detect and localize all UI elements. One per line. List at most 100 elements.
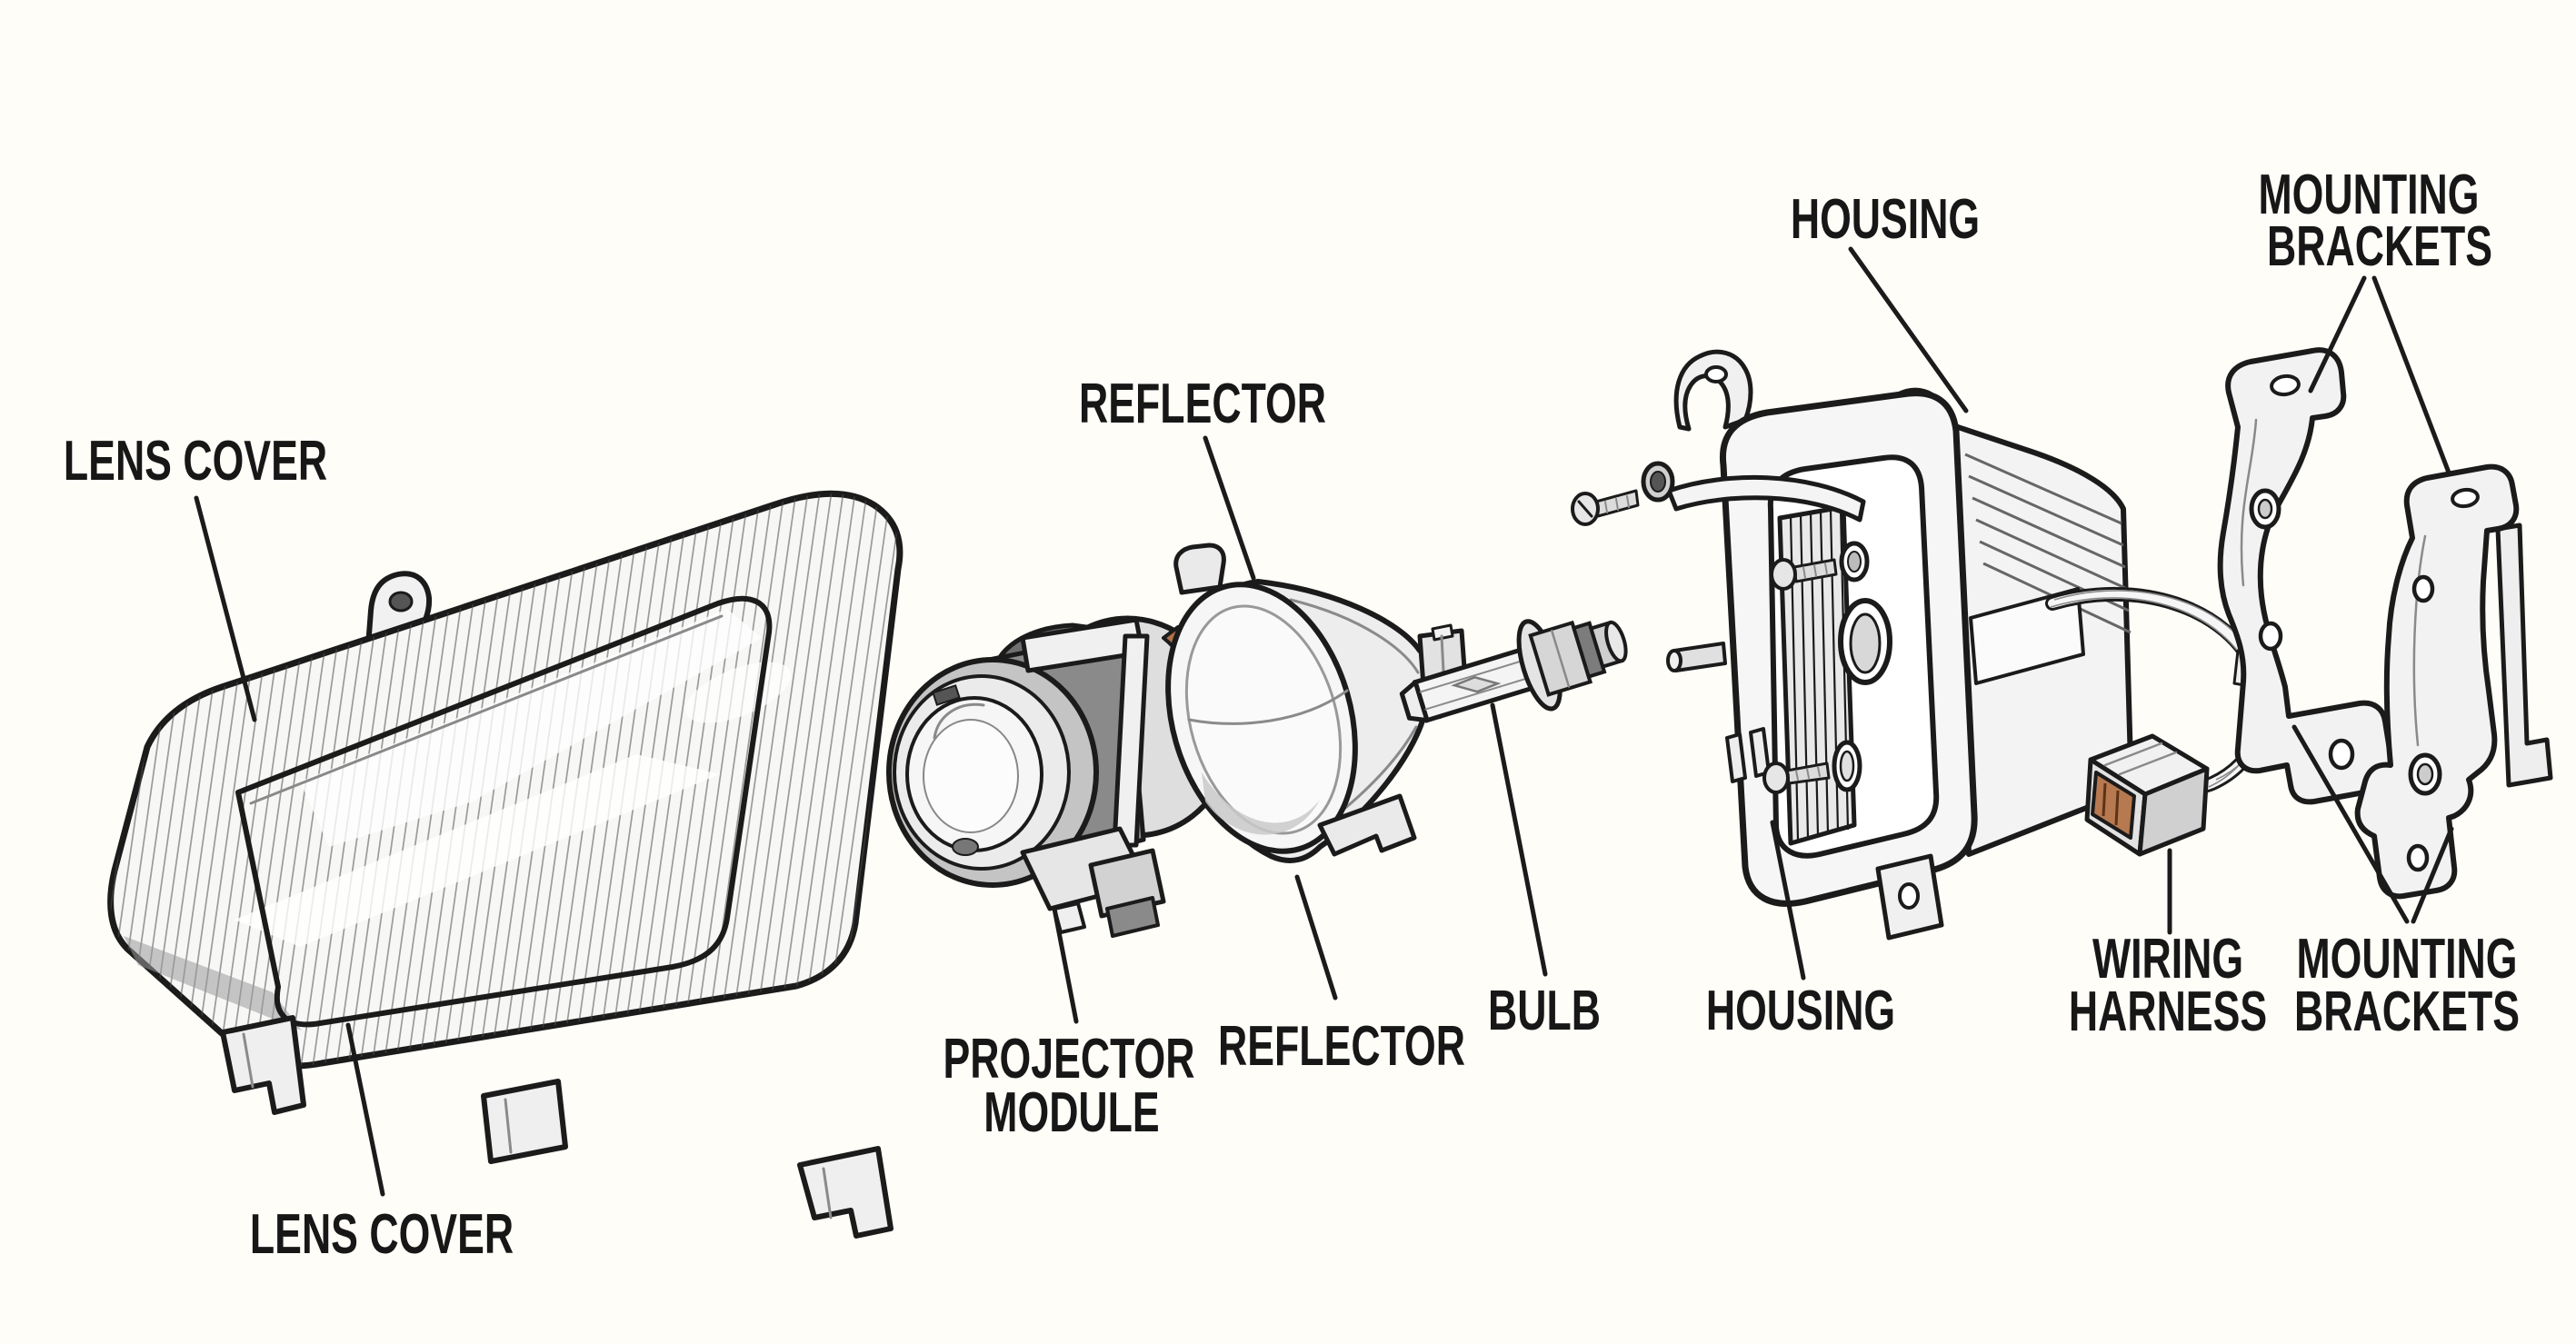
reflector-cone-shade-top (1289, 598, 1420, 674)
mounting-brackets-bottom-label-line1: MOUNTING (2297, 928, 2518, 991)
lens-cover-bottom-label: LENS COVER (250, 1203, 514, 1266)
bracket-right-flange-hole (2451, 487, 2480, 509)
connector-opening (2091, 771, 2136, 840)
bracket-right-hole-1 (2411, 574, 2435, 603)
mounting-brackets-bottom-leader-right (2411, 826, 2454, 924)
housing-rib-line (1968, 474, 2124, 547)
mounting-brackets-top-label-line2: BRACKETS (2267, 215, 2492, 278)
mounting-brackets-bottom-label-line2: BRACKETS (2294, 981, 2520, 1043)
housing-rib-line (1975, 518, 2128, 591)
reflector-top-label: REFLECTOR (1079, 373, 1326, 435)
lens-shadow-wedge (124, 936, 302, 1030)
bracket-right-foot-hole (2406, 843, 2430, 872)
ear-hole (1704, 365, 1728, 383)
projector-lens-highlight (933, 702, 985, 740)
mounting-brackets-top-label-line1: MOUNTING (2259, 164, 2480, 226)
housing-rib-line (1972, 496, 2126, 569)
lens-cover-top-label: LENS COVER (64, 430, 327, 493)
housing-prong-1 (1725, 732, 1747, 783)
tab-hole (1898, 882, 1920, 910)
mounting-bracket-left-drawing (2217, 347, 2396, 805)
bracket-right-body (2354, 463, 2520, 900)
reflector-top-tab (1173, 543, 1226, 595)
bracket-left-foot-hole (2328, 738, 2355, 771)
bulb-label: BULB (1488, 980, 1601, 1042)
projector-module-leader-line (1052, 906, 1079, 1024)
bulb-leader-line (1490, 702, 1548, 977)
screw-lower (1762, 762, 1831, 794)
lens-cover-top-leader-line (194, 495, 257, 722)
arm-hole (388, 591, 414, 612)
housing-crossbar (1666, 474, 1866, 523)
lens-cover-bottom-leader-line (345, 1022, 385, 1197)
reflector-bowl-divider (1187, 689, 1349, 725)
hatch-line (626, 493, 714, 1066)
housing-bottom-tab (1875, 853, 1944, 941)
housing-oval-hole-inner (1839, 750, 1855, 782)
bracket-right-arm (2495, 523, 2553, 788)
lens-inner-rim-line (249, 614, 724, 805)
projector-slot (932, 684, 961, 706)
lens-highlight-band (235, 754, 720, 947)
lens-highlight-top (300, 609, 762, 847)
harness-connector (2084, 733, 2210, 857)
screw-middle (1770, 541, 1870, 591)
housing-pin-end (1666, 649, 1682, 672)
connector-pin-lines (2102, 782, 2120, 826)
reflector-bottom-leader-line (1294, 874, 1338, 1001)
housing-top-label: HOUSING (1791, 188, 1980, 251)
bracket-left-edge-line (2240, 418, 2258, 587)
wiring-harness-label-line1: WIRING (2092, 928, 2243, 991)
mounting-brackets-top-leader-right (2371, 275, 2451, 475)
mounting-brackets-bottom-leader-left (2291, 724, 2410, 924)
reflector-bowl-shade (1202, 772, 1320, 835)
housing-top-leader-line (1848, 246, 1969, 413)
lens-bottom-tab-middle (481, 1079, 568, 1164)
hatch-line (650, 493, 738, 1066)
housing-round-hole-inner (1849, 612, 1882, 674)
hatch-line (484, 493, 573, 1066)
connector-top-ridge (2103, 742, 2178, 776)
housing-side-recess (1969, 587, 2085, 685)
reflector-bottom-label: REFLECTOR (1218, 1015, 1465, 1078)
bracket-right-hole-2-inner (2416, 762, 2434, 786)
part-labels: LENS COVER LENS COVER REFLECTOR PROJECTO… (64, 164, 2520, 1266)
reflector-bottom-foot (1317, 793, 1417, 857)
lens-inner-window (235, 595, 773, 1028)
hatch-line (697, 493, 785, 1066)
bracket-right-edge-line (2412, 534, 2427, 747)
bulb-tube-line-top (1419, 657, 1532, 693)
bulb-base-end (1604, 620, 1628, 663)
hatch-line (110, 493, 124, 1066)
leader-lines (194, 246, 2454, 1197)
connector-right-face (2137, 766, 2210, 857)
projector-connector-base (1105, 896, 1160, 938)
bulb-drawing (1399, 619, 1628, 723)
projector-module-label-line2: MODULE (983, 1081, 1159, 1144)
projector-module-label-line1: PROJECTOR (944, 1028, 1195, 1090)
bulb-barrel-line (1551, 629, 1571, 688)
bracket-left-hole-1-inner (2257, 498, 2273, 520)
housing-rib-line (1964, 453, 2122, 525)
bracket-left-body (2217, 347, 2396, 805)
hatch-line (662, 493, 750, 1066)
bracket-left-flange-hole (2270, 373, 2301, 397)
wiring-harness-label-line2: HARNESS (2069, 981, 2267, 1043)
bracket-left-hole-2 (2258, 621, 2283, 652)
projector-module-drawing (886, 615, 1235, 938)
projector-lens-glass (923, 719, 1019, 833)
reflector-drawing (1165, 543, 1470, 863)
screw-upper-left (1571, 489, 1640, 526)
housing-bottom-label: HOUSING (1706, 980, 1895, 1042)
hatch-line (685, 493, 774, 1066)
reflector-top-leader-line (1203, 435, 1256, 581)
reflector-socket-notch (1431, 623, 1454, 642)
mounting-bracket-right-drawing (2354, 463, 2553, 900)
lens-cover-drawing (107, 490, 904, 1239)
lens-bottom-tab-left (220, 1015, 306, 1115)
hatch-line (674, 493, 762, 1066)
housing-ear-left (1673, 349, 1753, 432)
housing-drawing (1571, 349, 2133, 941)
